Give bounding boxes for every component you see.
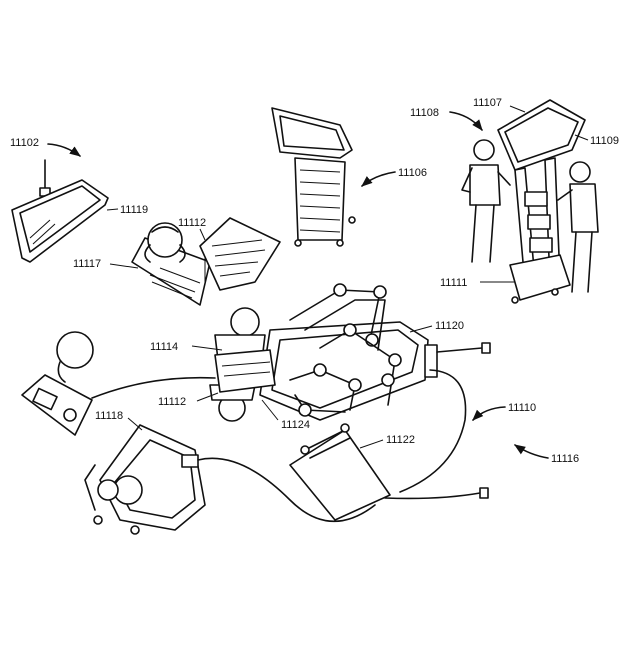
label-11118: 11118 [95,410,123,422]
label-11114: 11114 [150,341,178,353]
label-11112-mid: 11112 [158,396,186,408]
label-11112-top: 11112 [178,217,206,229]
staff-left-11108 [462,140,510,262]
label-11107: 11107 [473,97,502,109]
label-11119: 11119 [120,204,148,216]
label-11111: 11111 [440,277,467,289]
label-11122: 11122 [386,434,415,446]
label-11109: 11109 [590,135,619,147]
monitor-cart-11106 [272,108,355,246]
label-11117: 11117 [73,258,101,270]
wall-monitor-11102 [12,160,108,262]
label-11106: 11106 [398,167,427,179]
label-11116: 11116 [551,453,579,465]
label-11124: 11124 [281,419,310,431]
label-11108: 11108 [410,107,439,119]
label-11110: 11110 [508,402,536,414]
label-11120: 11120 [435,320,464,332]
instrument-table-11117 [132,218,280,305]
label-11102: 11102 [10,137,39,149]
